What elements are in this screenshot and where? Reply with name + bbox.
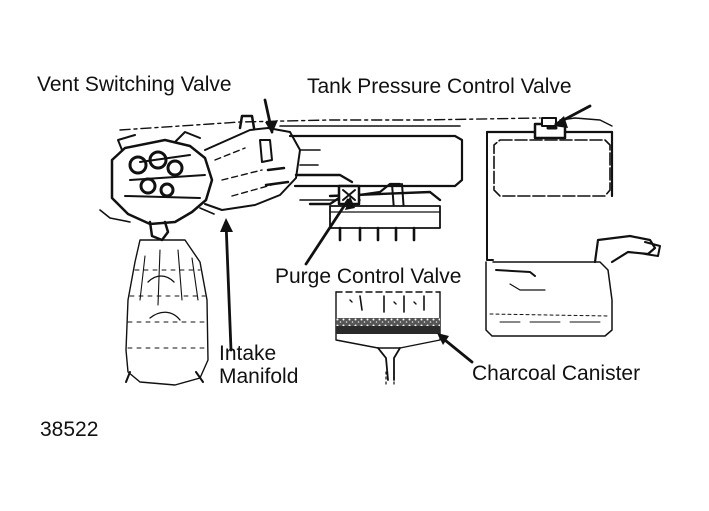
label-tank-pressure-control-valve: Tank Pressure Control Valve <box>307 75 572 98</box>
tank-pressure-control-valve <box>485 117 614 261</box>
label-vent-switching-valve: Vent Switching Valve <box>37 73 232 96</box>
fuel-tank <box>485 234 661 337</box>
label-intake-manifold-line1: Intake <box>219 342 277 365</box>
canister-header <box>329 205 441 242</box>
engine-illustration <box>99 131 215 386</box>
arrow-intake-manifold <box>224 220 233 352</box>
label-intake-manifold-line2: Manifold <box>219 365 299 388</box>
arrow-purge-control-valve <box>304 198 350 266</box>
charcoal-canister <box>335 291 441 385</box>
intake-manifold-plumbing <box>204 114 301 211</box>
label-intake-manifold: Intake Manifold <box>219 342 298 388</box>
vapor-line-top <box>119 117 541 202</box>
label-purge-control-valve: Purge Control Valve <box>275 265 462 288</box>
figure-number: 38522 <box>40 418 99 441</box>
label-charcoal-canister: Charcoal Canister <box>472 362 641 385</box>
